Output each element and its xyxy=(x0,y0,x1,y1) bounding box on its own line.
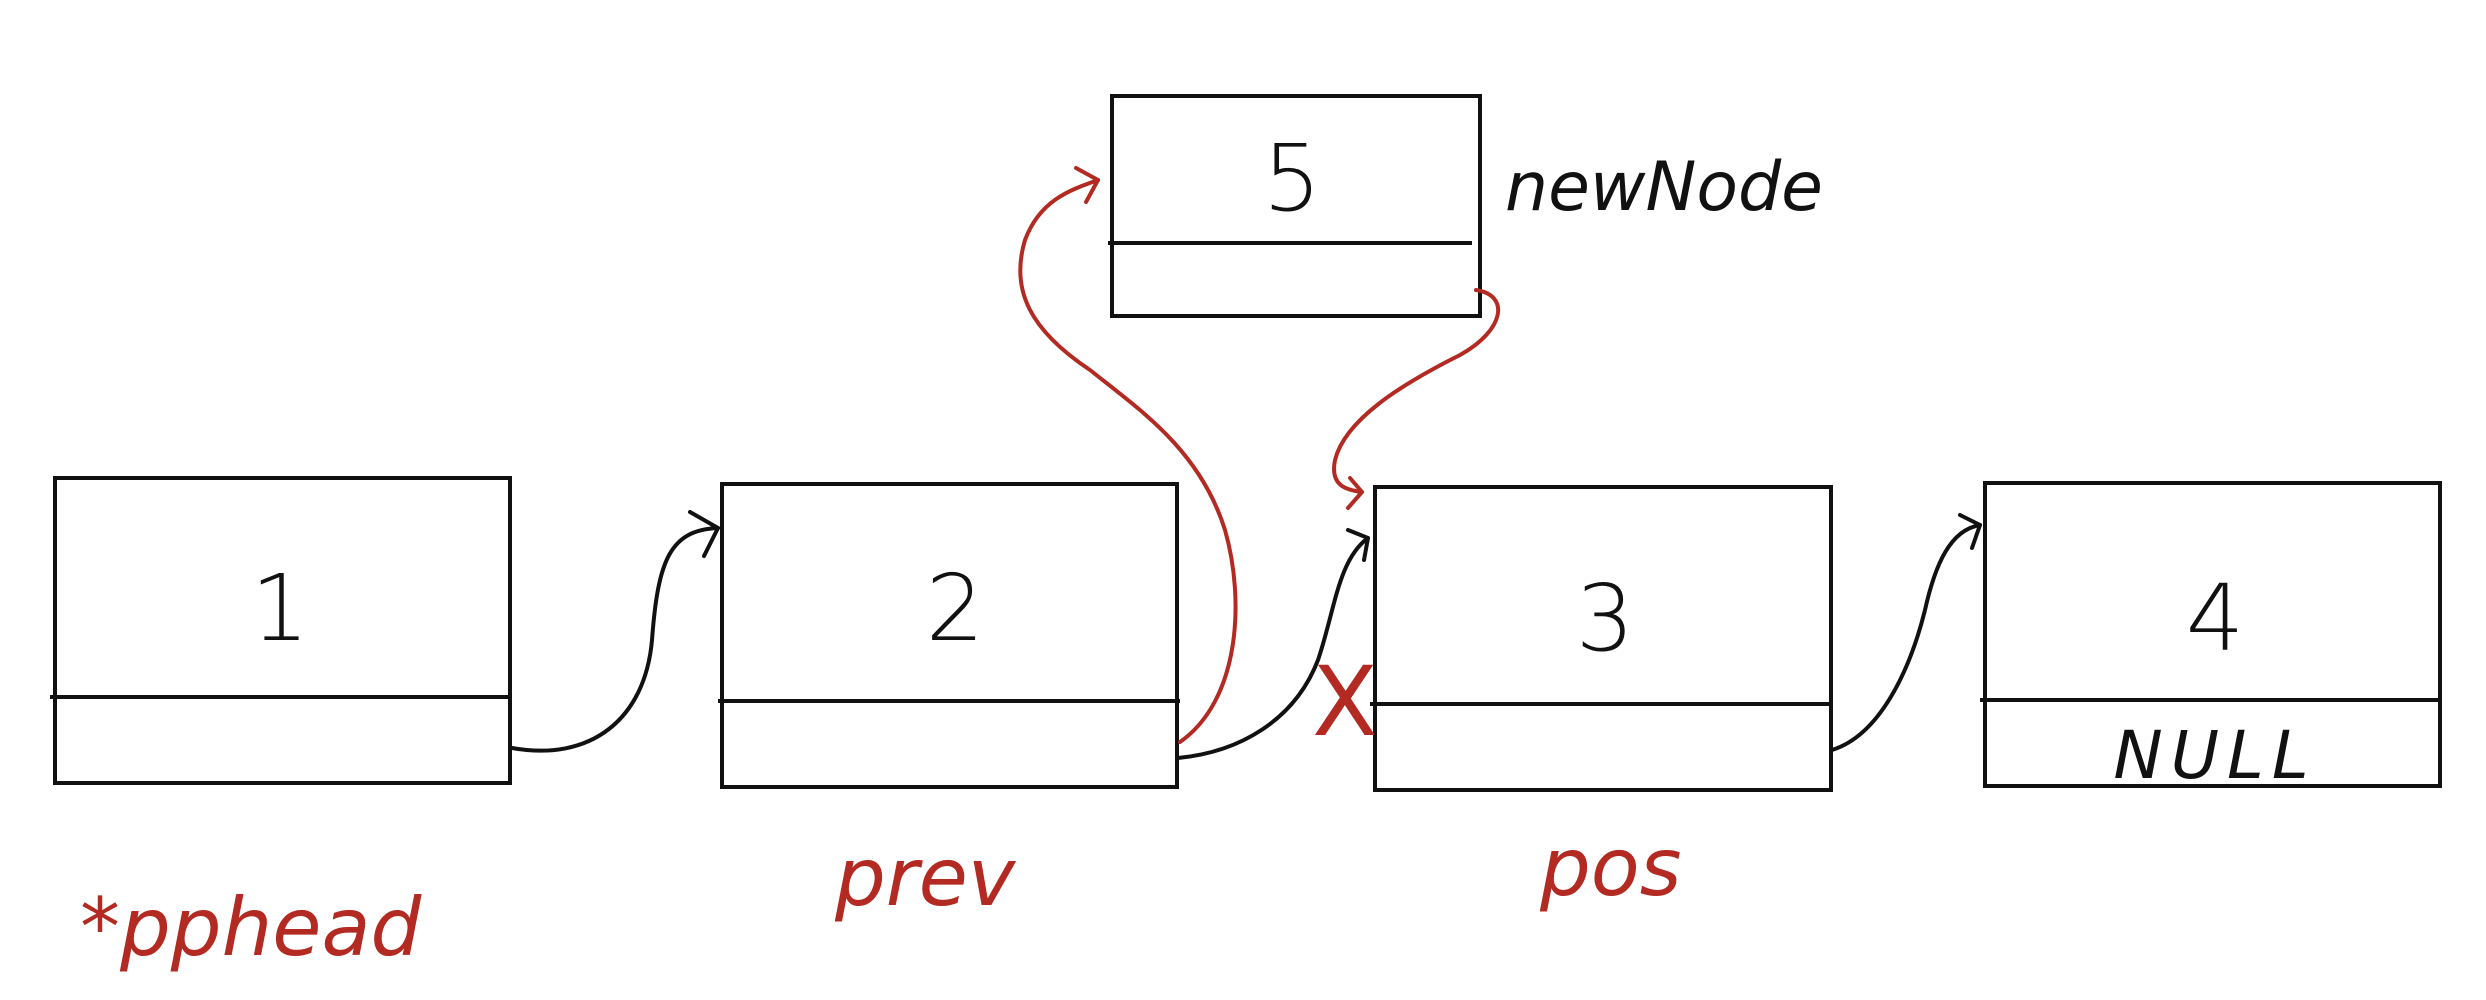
link-new-node-to-pos xyxy=(1332,288,1501,510)
node-4-box xyxy=(1983,481,2442,788)
link-2-to-3-removed xyxy=(1176,528,1370,760)
new-node: 5 xyxy=(1108,94,1482,318)
prev-label: prev xyxy=(834,831,1017,924)
node-3-box xyxy=(1373,485,1833,792)
new-node-value: 5 xyxy=(1263,125,1322,232)
node-2-box xyxy=(720,482,1179,789)
node-3: 3 xyxy=(1370,485,1833,792)
node-4-value: 4 xyxy=(2186,565,2245,672)
pos-label: pos xyxy=(1539,821,1681,914)
new-node-label: newNode xyxy=(1505,148,1823,227)
pphead-label: *pphead xyxy=(80,881,423,974)
node-1-box xyxy=(53,476,512,785)
node-1-value: 1 xyxy=(251,555,310,662)
node-1: 1 xyxy=(50,476,512,785)
node-2: 2 xyxy=(718,482,1180,789)
removed-link-mark: X xyxy=(1312,646,1378,758)
node-2-value: 2 xyxy=(926,555,985,662)
node-4-next: NULL xyxy=(2113,717,2316,794)
node-4: 4 NULL xyxy=(1980,481,2442,794)
node-3-value: 3 xyxy=(1576,565,1635,672)
new-node-box xyxy=(1110,94,1482,318)
link-3-to-4 xyxy=(1830,513,1982,752)
link-prev-to-new-node xyxy=(1018,166,1238,744)
link-1-to-2 xyxy=(510,510,720,753)
